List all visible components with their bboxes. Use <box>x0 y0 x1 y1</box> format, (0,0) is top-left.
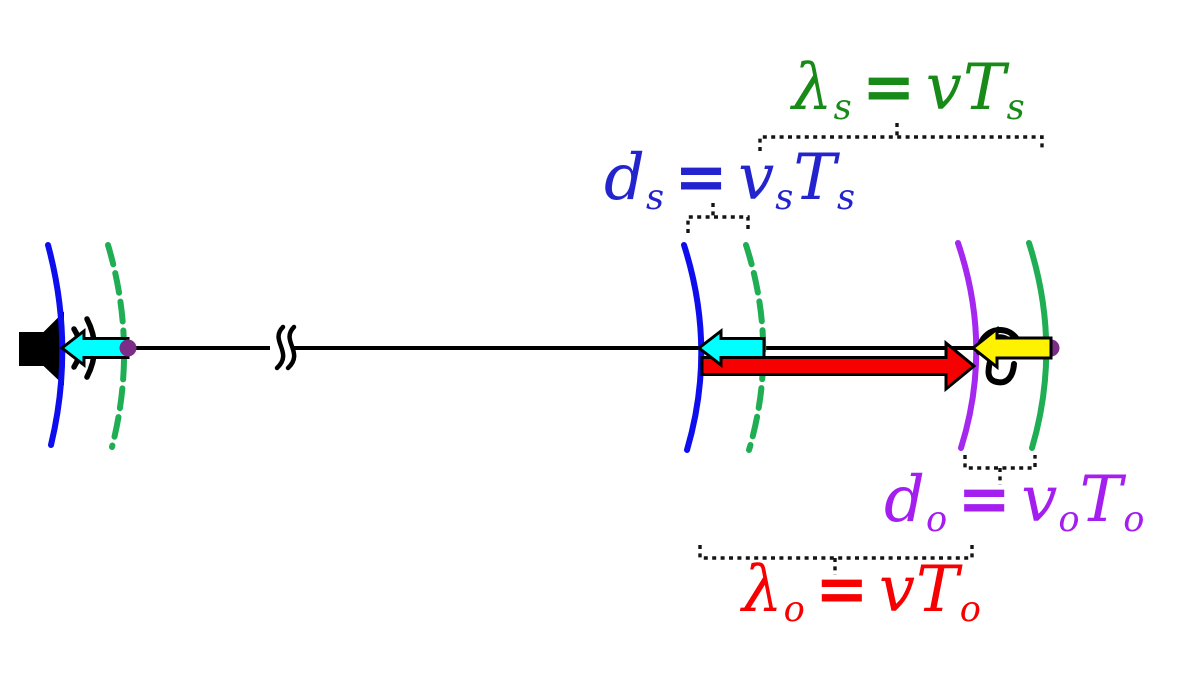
d-o-T-subscript: o <box>1123 498 1145 540</box>
d-o-symbol: d <box>884 463 925 537</box>
d-o-v: v <box>1021 463 1058 537</box>
lambda-o-v: v <box>878 553 915 627</box>
emission-point-dot-left <box>119 339 137 357</box>
d-o-v-subscript: o <box>1058 498 1080 540</box>
axis-break-icon <box>270 324 297 371</box>
bracket-d-s <box>686 215 750 233</box>
lambda-o-T-subscript: o <box>959 588 981 630</box>
lambda-s-T-subscript: s <box>1006 86 1025 128</box>
source-displacement-arrow-icon <box>696 327 766 369</box>
observer-displacement-arrow-icon <box>970 325 1053 371</box>
speaker-body <box>19 311 64 386</box>
label-d-s: ds=vsTs <box>604 146 855 215</box>
lambda-o-symbol: λ <box>742 553 783 627</box>
lambda-s-symbol: λ <box>792 51 833 125</box>
d-s-subscript: s <box>645 176 665 218</box>
d-o-subscript: o <box>925 498 948 540</box>
d-s-symbol: d <box>604 141 645 215</box>
label-lambda-s: λs=vTs <box>792 56 1025 125</box>
label-lambda-o: λo=vTo <box>742 558 981 627</box>
ear-lobe-curve <box>985 355 1017 386</box>
d-s-v-subscript: s <box>775 176 794 218</box>
break-squiggle-left <box>274 324 286 371</box>
lambda-s-T: T <box>962 51 1006 125</box>
d-s-T: T <box>793 141 837 215</box>
equals-sign: = <box>814 553 869 627</box>
break-squiggle-right <box>285 324 297 371</box>
wavefront-blue-left <box>45 242 66 448</box>
d-s-v: v <box>738 141 775 215</box>
wavefront-purple-right <box>955 240 980 451</box>
lambda-s-subscript: s <box>833 86 852 128</box>
d-o-T: T <box>1079 463 1123 537</box>
d-s-T-subscript: s <box>837 176 856 218</box>
observed-wavelength-arrow-icon <box>700 339 977 393</box>
equals-sign: = <box>861 51 916 125</box>
bracket-lambda-s <box>758 135 1044 151</box>
dimension-brackets <box>686 123 1044 575</box>
label-d-o: do=voTo <box>884 468 1144 537</box>
lambda-o-T: T <box>916 553 959 627</box>
lambda-s-v: v <box>925 51 962 125</box>
lambda-o-subscript: o <box>783 588 805 630</box>
equals-sign: = <box>674 141 728 215</box>
equals-sign: = <box>957 463 1012 537</box>
